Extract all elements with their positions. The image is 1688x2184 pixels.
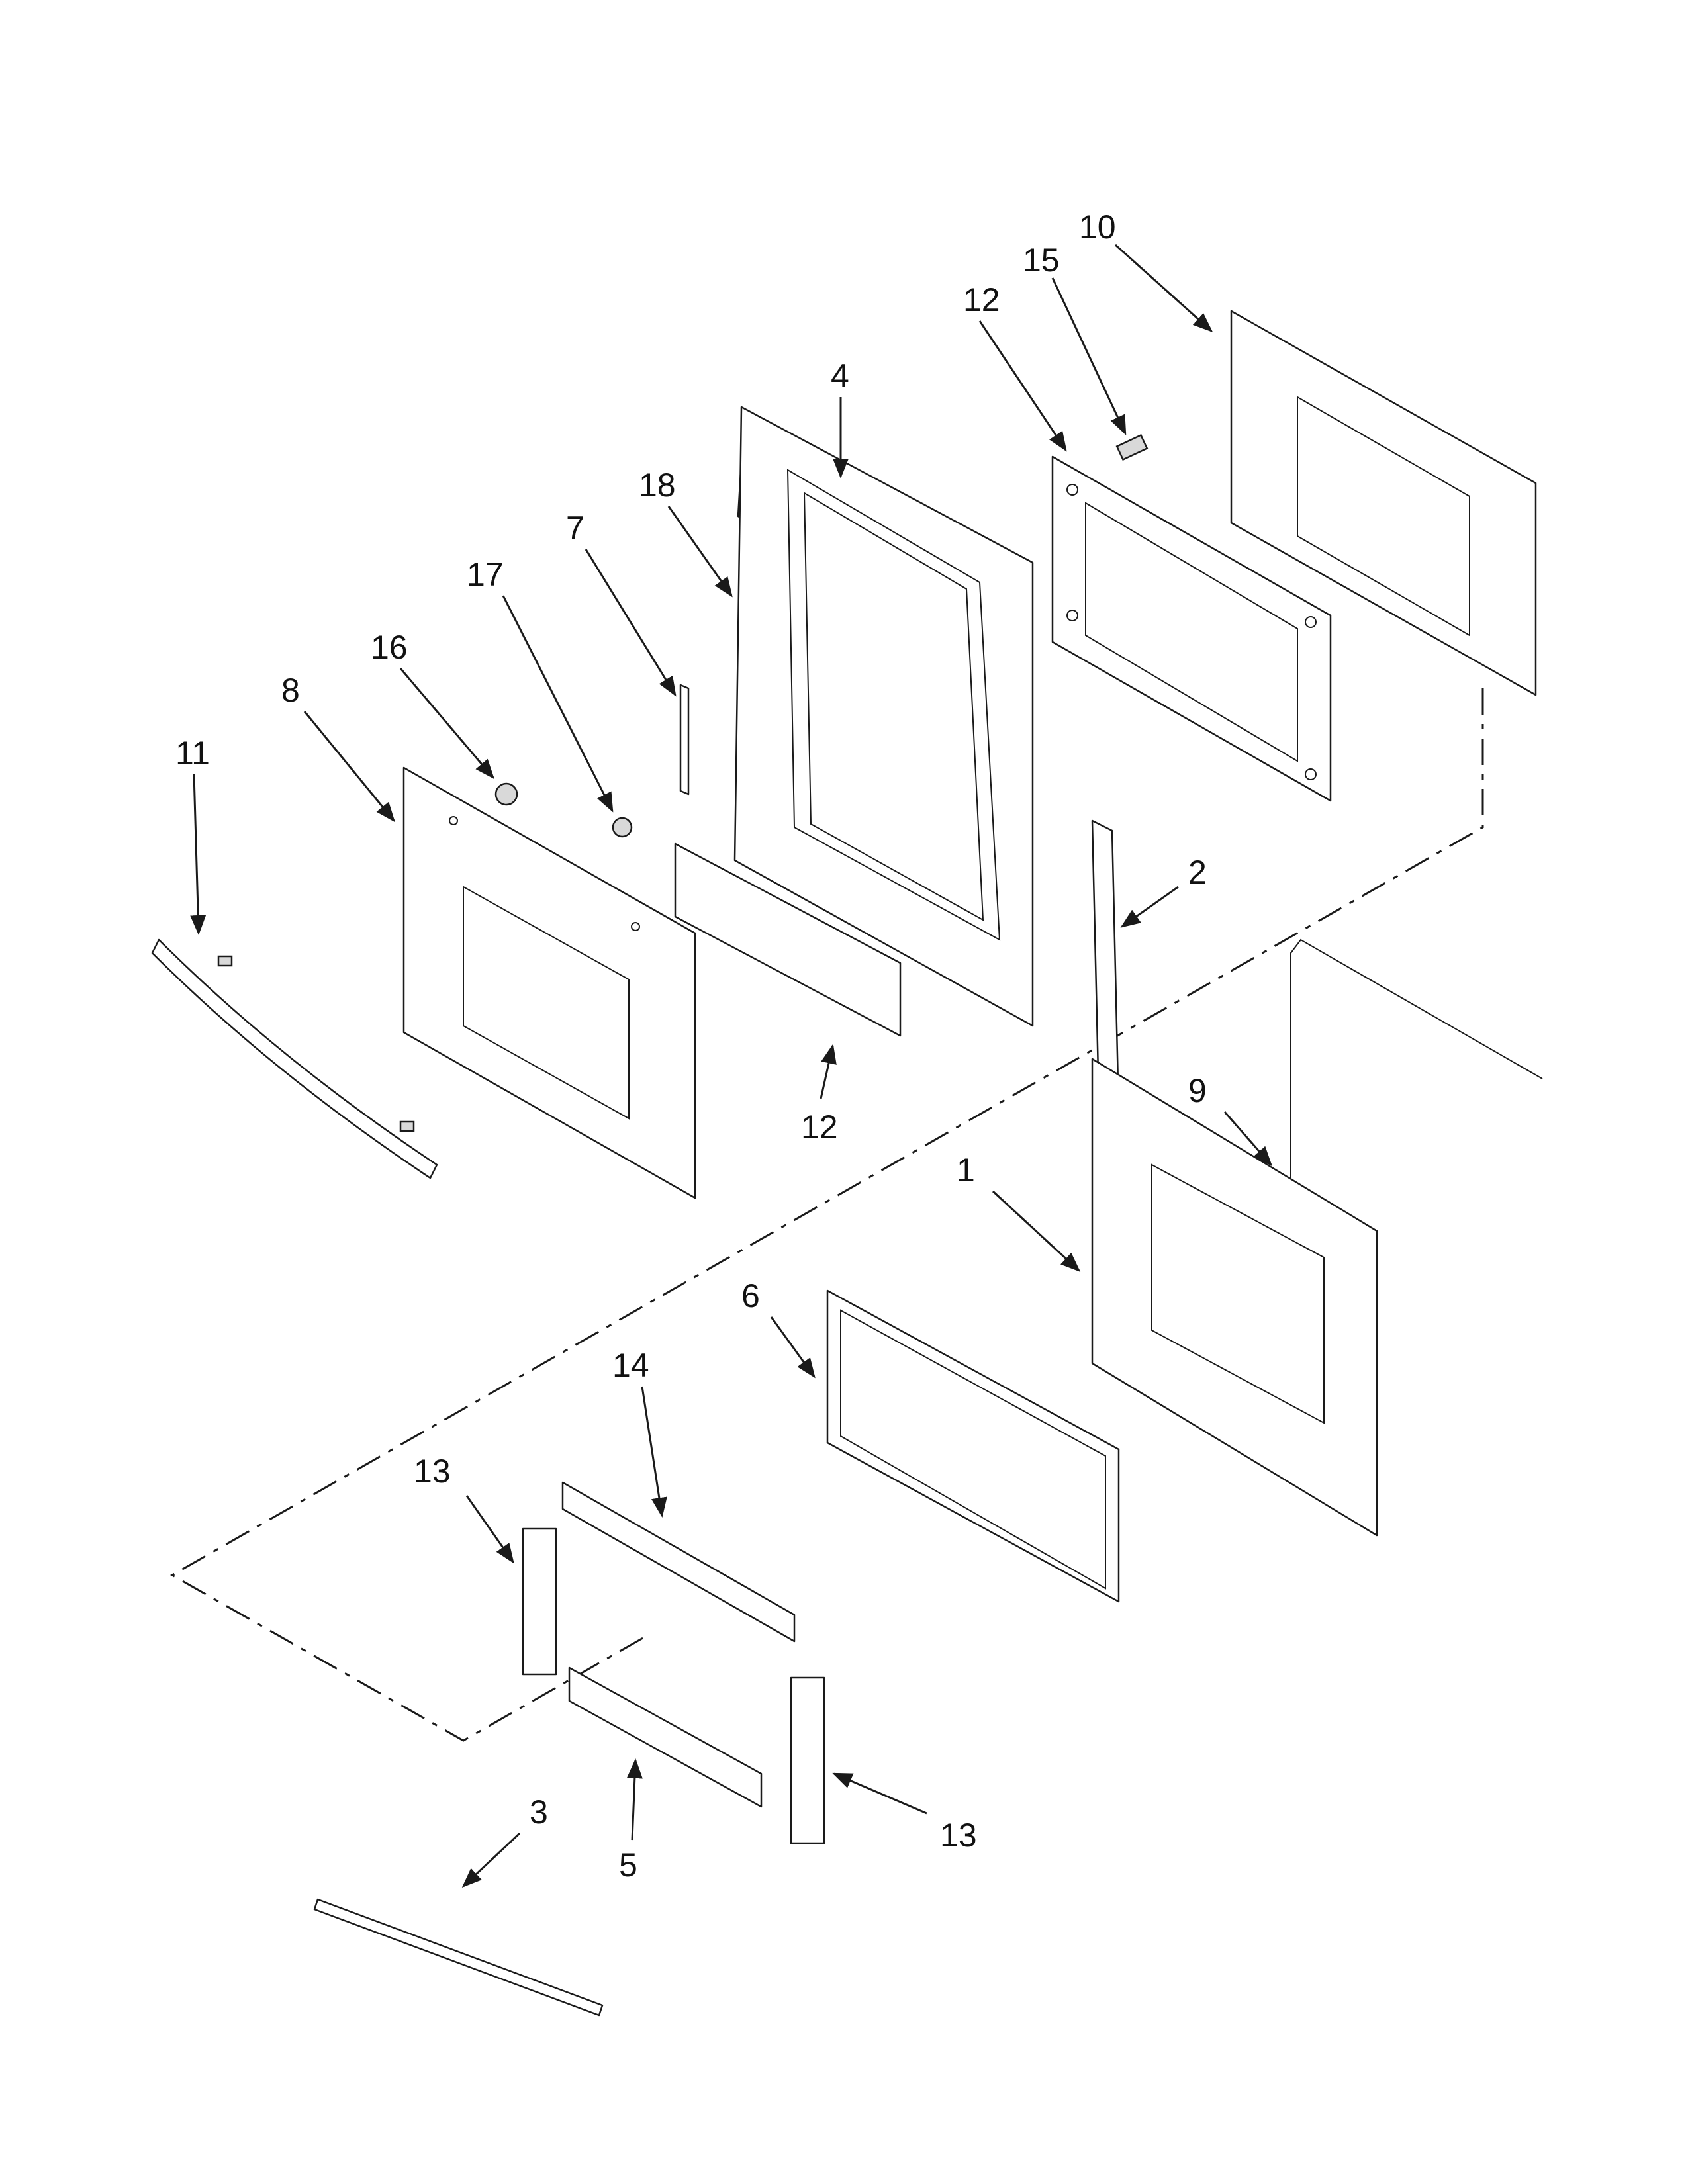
part-17-nut xyxy=(612,817,633,838)
part-12-lower-panel xyxy=(674,842,902,1037)
callout-1: 1 xyxy=(957,1152,975,1189)
part-8-outer-door-glass xyxy=(402,766,696,1199)
part-15-screw xyxy=(1115,433,1149,461)
part-12-glass-frame xyxy=(1051,455,1332,802)
leader-lines xyxy=(190,244,1272,1888)
part-11-handle xyxy=(151,938,438,1179)
callout-4: 4 xyxy=(831,357,849,394)
part-5-spacer xyxy=(568,1666,763,1808)
callout-7: 7 xyxy=(566,510,585,547)
part-16-grommet xyxy=(494,782,518,806)
callout-12-upper: 12 xyxy=(963,281,1000,318)
part-3-trim xyxy=(313,1898,604,2017)
callout-labels: 10 15 12 4 18 7 17 16 8 11 2 12 9 1 6 14… xyxy=(175,208,1207,1884)
assembly-guide-lines xyxy=(169,688,1484,1742)
callout-16: 16 xyxy=(371,629,408,666)
callout-15: 15 xyxy=(1023,242,1060,279)
callout-2: 2 xyxy=(1188,854,1207,891)
callout-5: 5 xyxy=(619,1846,637,1884)
part-13-spacer-right xyxy=(790,1676,825,1844)
callout-18: 18 xyxy=(639,467,676,504)
part-13-spacer-left xyxy=(522,1527,557,1676)
callout-13-right: 13 xyxy=(940,1817,977,1854)
callout-8: 8 xyxy=(281,672,300,709)
callout-12-lower: 12 xyxy=(801,1109,838,1146)
callout-10: 10 xyxy=(1079,208,1116,246)
callout-3: 3 xyxy=(530,1794,548,1831)
part-7-strip xyxy=(679,684,690,796)
part-6-insulation-pack xyxy=(826,1289,1120,1603)
callout-9: 9 xyxy=(1188,1072,1207,1109)
callout-13-left: 13 xyxy=(414,1453,451,1490)
part-18-inner-door xyxy=(733,406,1034,1027)
callout-11: 11 xyxy=(175,735,210,772)
callout-6: 6 xyxy=(741,1277,760,1314)
callout-14: 14 xyxy=(612,1347,649,1384)
part-9-seal xyxy=(1290,938,1543,1191)
part-1-door-frame xyxy=(1091,1058,1378,1537)
callout-17: 17 xyxy=(467,556,504,593)
part-14-spacer xyxy=(561,1481,796,1643)
part-10-outer-glass xyxy=(1230,310,1537,696)
